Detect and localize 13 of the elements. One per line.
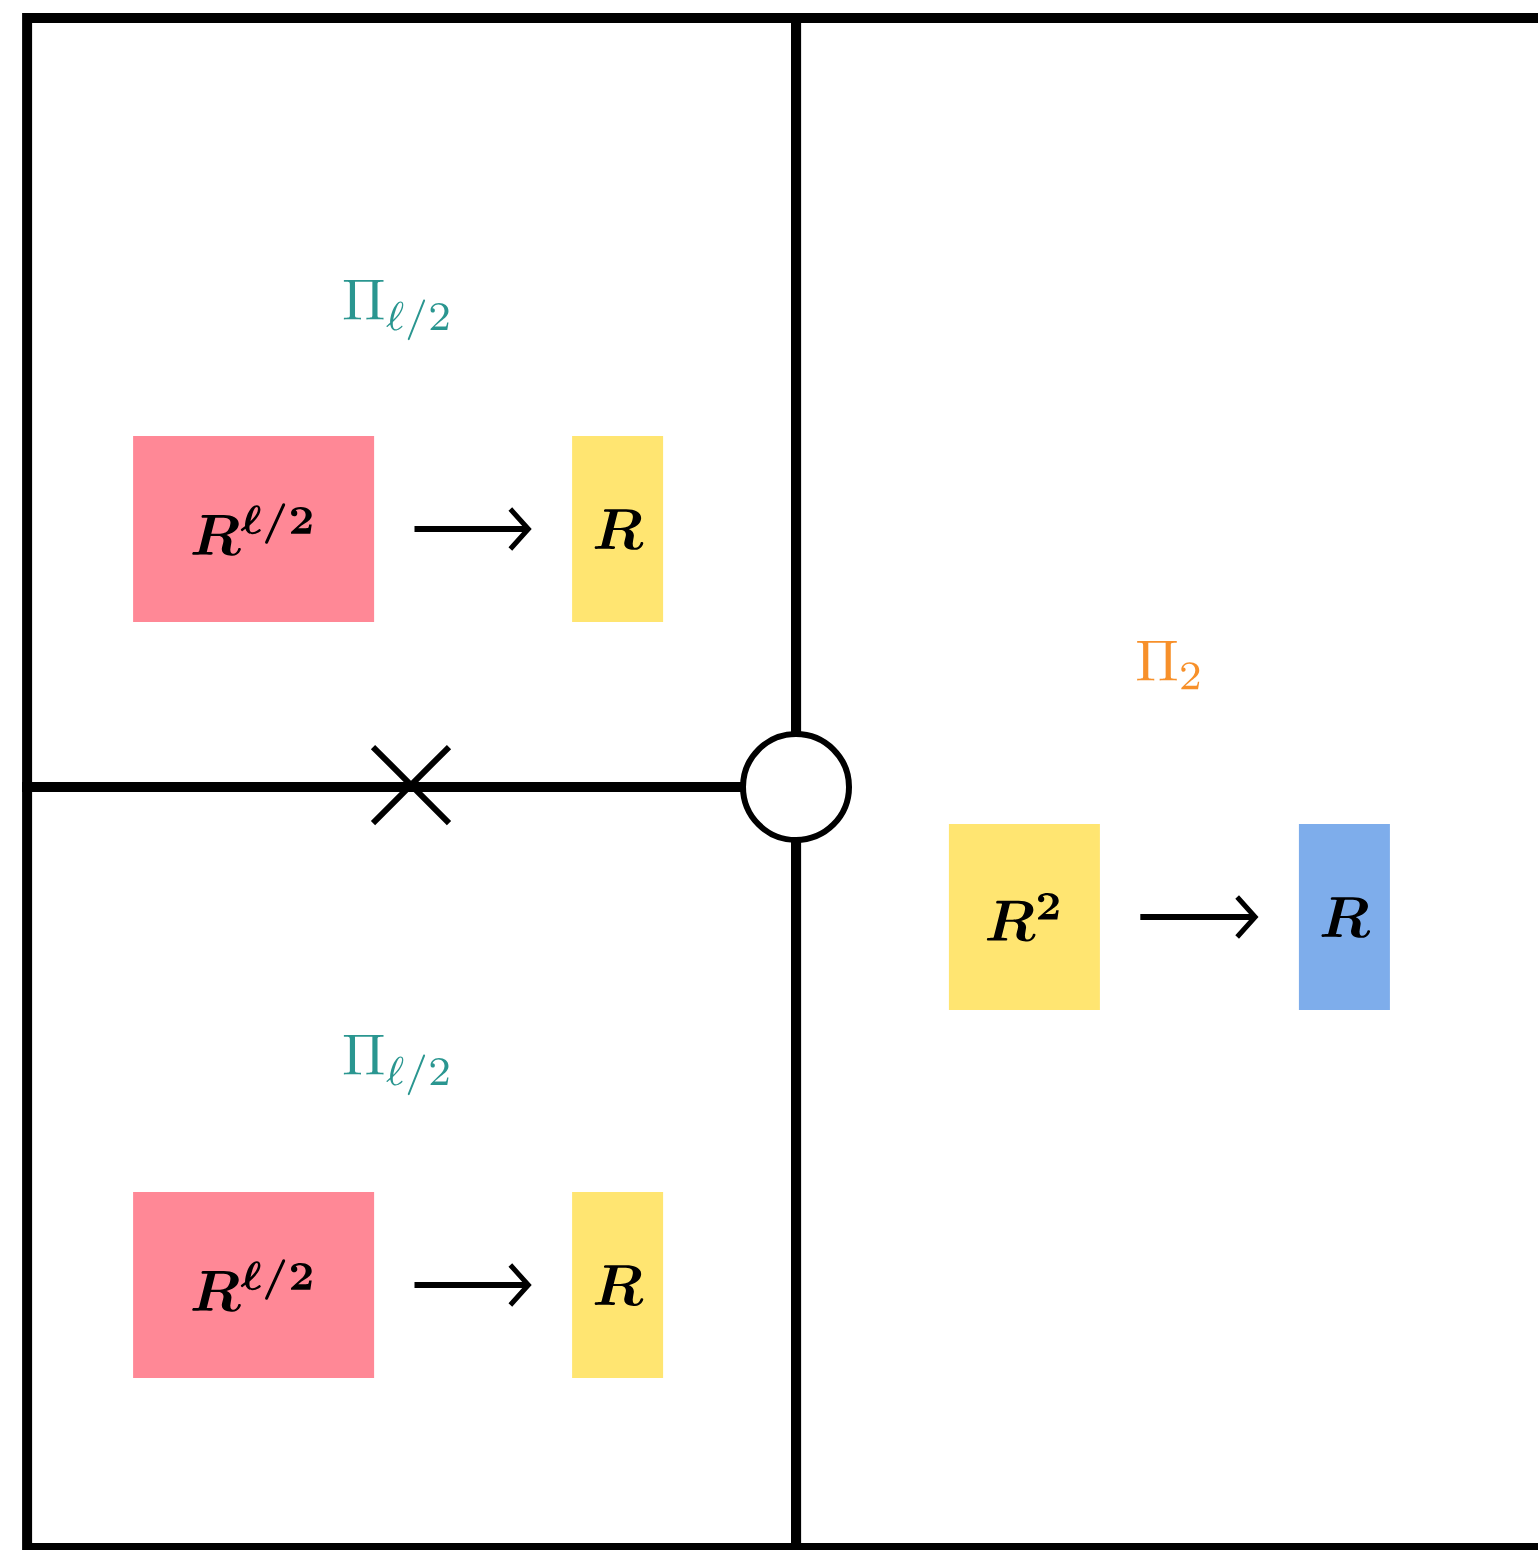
highlight-box: $R^{\ell/2}$	[133, 436, 375, 622]
panel-heading: $\Pi_{\ell/2}$	[343, 1035, 449, 1096]
panel-heading: $\Pi_{\ell/2}$	[343, 280, 449, 341]
arrow	[414, 1263, 532, 1307]
highlight-box: $R^{\ell/2}$	[133, 1192, 375, 1378]
junction-circle	[740, 731, 852, 843]
highlight-box: $R$	[1298, 824, 1390, 1010]
panel-heading: $\Pi_2$	[1137, 641, 1200, 690]
highlight-box: $R^2$	[948, 824, 1100, 1010]
arrow	[1140, 895, 1259, 939]
arrow	[414, 507, 532, 551]
highlight-box: $R$	[572, 1192, 664, 1378]
highlight-box: $R$	[572, 436, 664, 622]
